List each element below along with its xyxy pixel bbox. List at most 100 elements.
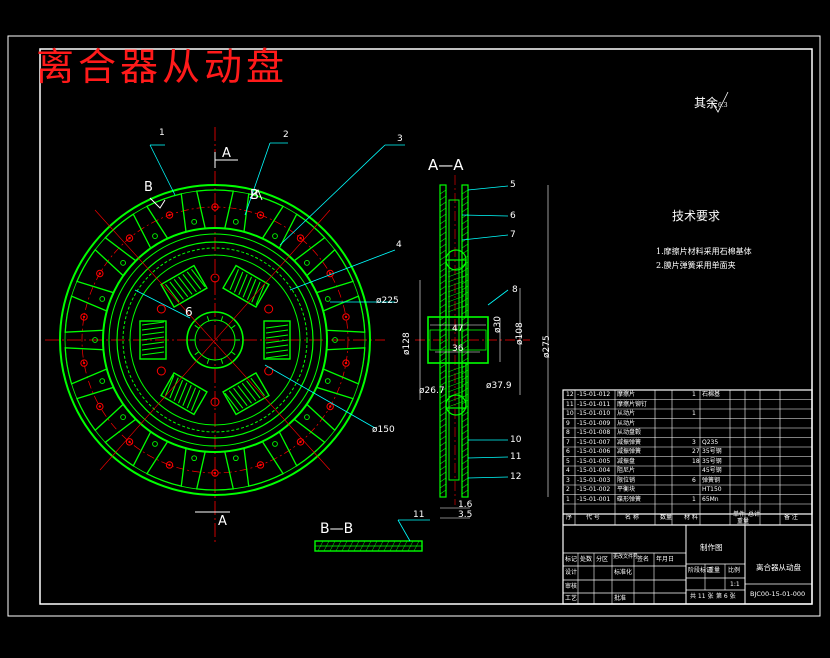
parts-cell-material: 35号钢 bbox=[702, 457, 722, 465]
spring-coil bbox=[191, 268, 206, 288]
hatch-line bbox=[461, 459, 469, 465]
spring-coil bbox=[229, 269, 240, 291]
hatch-line bbox=[461, 351, 469, 357]
spring-coil bbox=[177, 382, 188, 404]
leader-150 bbox=[264, 364, 376, 429]
hatch-line bbox=[439, 231, 447, 237]
dim-108: ø108 bbox=[515, 322, 525, 345]
inner-frame bbox=[39, 48, 813, 605]
hatch-line bbox=[461, 453, 469, 459]
hatch-line bbox=[461, 231, 469, 237]
friction-segment bbox=[195, 450, 235, 491]
rivets-inner bbox=[92, 218, 338, 462]
spline-tooth bbox=[194, 351, 200, 356]
parts-cell-no: 1 bbox=[566, 495, 570, 503]
hatch-line bbox=[461, 249, 469, 255]
hatch-line bbox=[439, 393, 447, 399]
tb-label-change-doc: 更改文件号 bbox=[613, 554, 639, 560]
hatch-line bbox=[461, 339, 469, 345]
hatch-line bbox=[439, 303, 447, 309]
friction-segment bbox=[104, 418, 152, 467]
rivet bbox=[342, 359, 350, 367]
parts-cell-name: 从动盘毂 bbox=[617, 429, 642, 436]
bb-hatching bbox=[317, 540, 420, 552]
spring-coil bbox=[141, 326, 165, 331]
bb-hatch-line bbox=[317, 540, 324, 552]
hatch-line bbox=[461, 255, 469, 261]
hub-plate-inner bbox=[129, 254, 301, 426]
hatch-line bbox=[461, 393, 469, 399]
spline-tooth bbox=[230, 324, 236, 329]
hatch-line bbox=[439, 213, 447, 219]
rivet-inner bbox=[324, 296, 331, 302]
friction-segment bbox=[322, 347, 366, 385]
rivet-center bbox=[168, 213, 171, 217]
friction-lining-right bbox=[461, 184, 469, 498]
rivet bbox=[296, 438, 305, 446]
hatch-line bbox=[439, 369, 447, 375]
callout-8: 8 bbox=[512, 285, 518, 295]
spline-tooth bbox=[220, 358, 224, 364]
parts-cell-no: 12 bbox=[566, 391, 574, 398]
construction-line-2 bbox=[99, 209, 331, 471]
friction-segment bbox=[305, 386, 354, 432]
section-mark-a-bottom: A bbox=[218, 514, 227, 529]
parts-cell-qty: 27 bbox=[692, 448, 700, 455]
dim-47: 47 bbox=[452, 324, 464, 334]
hatch-line bbox=[461, 327, 469, 333]
damper-spring bbox=[222, 371, 270, 416]
leader-3 bbox=[279, 144, 386, 246]
section-b-b-view bbox=[314, 519, 430, 552]
spring-coil bbox=[186, 271, 202, 290]
hatch-line bbox=[439, 333, 447, 339]
friction-segment bbox=[305, 248, 354, 294]
bb-hatch-line bbox=[365, 540, 372, 552]
spring-coil bbox=[141, 341, 165, 346]
parts-cell-code: -15-01-006 bbox=[577, 448, 611, 455]
tb-label-process: 工艺 bbox=[565, 595, 578, 602]
hatch-line bbox=[439, 255, 447, 261]
rivet-inner bbox=[191, 455, 198, 462]
tech-requirement-1: 1.摩擦片材料采用石棉基体 bbox=[656, 247, 752, 256]
spring-coil bbox=[265, 339, 289, 344]
dim-225: ø225 bbox=[376, 296, 399, 306]
parts-cell-code: -15-01-011 bbox=[577, 400, 611, 408]
hatch-line bbox=[439, 387, 447, 393]
parts-cell-no: 2 bbox=[566, 486, 570, 493]
hub-flange bbox=[445, 259, 467, 318]
hatch-line bbox=[461, 399, 469, 405]
hatch-line bbox=[447, 300, 465, 308]
section-b-marker-2 bbox=[249, 189, 263, 201]
parts-cell-qty: 1 bbox=[692, 391, 696, 398]
hatch-line bbox=[439, 429, 447, 435]
parts-cell-qty: 3 bbox=[692, 438, 696, 446]
callout-6: 6 bbox=[510, 211, 516, 221]
hatch-line bbox=[461, 333, 469, 339]
hatch-line bbox=[439, 249, 447, 255]
rivet bbox=[342, 313, 350, 321]
rivet bbox=[165, 461, 174, 469]
construction-line-1 bbox=[94, 209, 331, 471]
spring-coil bbox=[242, 276, 253, 298]
sheet-number: 第 6 张 bbox=[716, 593, 736, 600]
parts-cell-name: 摩擦片 bbox=[617, 391, 636, 398]
tb-label-zone: 分区 bbox=[596, 556, 609, 563]
hatch-line bbox=[461, 357, 469, 363]
spring-window bbox=[222, 371, 270, 416]
hatch-line bbox=[439, 189, 447, 195]
parts-cell-no: 9 bbox=[566, 419, 570, 427]
spring-coil bbox=[265, 334, 289, 339]
spring-coil bbox=[265, 324, 289, 329]
bb-leader bbox=[397, 519, 411, 542]
spring-coil bbox=[233, 387, 248, 407]
dim-36: 36 bbox=[452, 344, 464, 354]
bb-hatch-line bbox=[329, 540, 336, 552]
spring-coil bbox=[178, 276, 193, 295]
hub-outer bbox=[186, 311, 244, 369]
hatch-line bbox=[461, 189, 469, 195]
friction-lining-left bbox=[439, 184, 447, 498]
rivet-center bbox=[299, 440, 302, 444]
parts-list-table bbox=[562, 389, 813, 525]
parts-cell-code: -15-01-009 bbox=[577, 419, 611, 427]
hatch-line bbox=[439, 483, 447, 489]
